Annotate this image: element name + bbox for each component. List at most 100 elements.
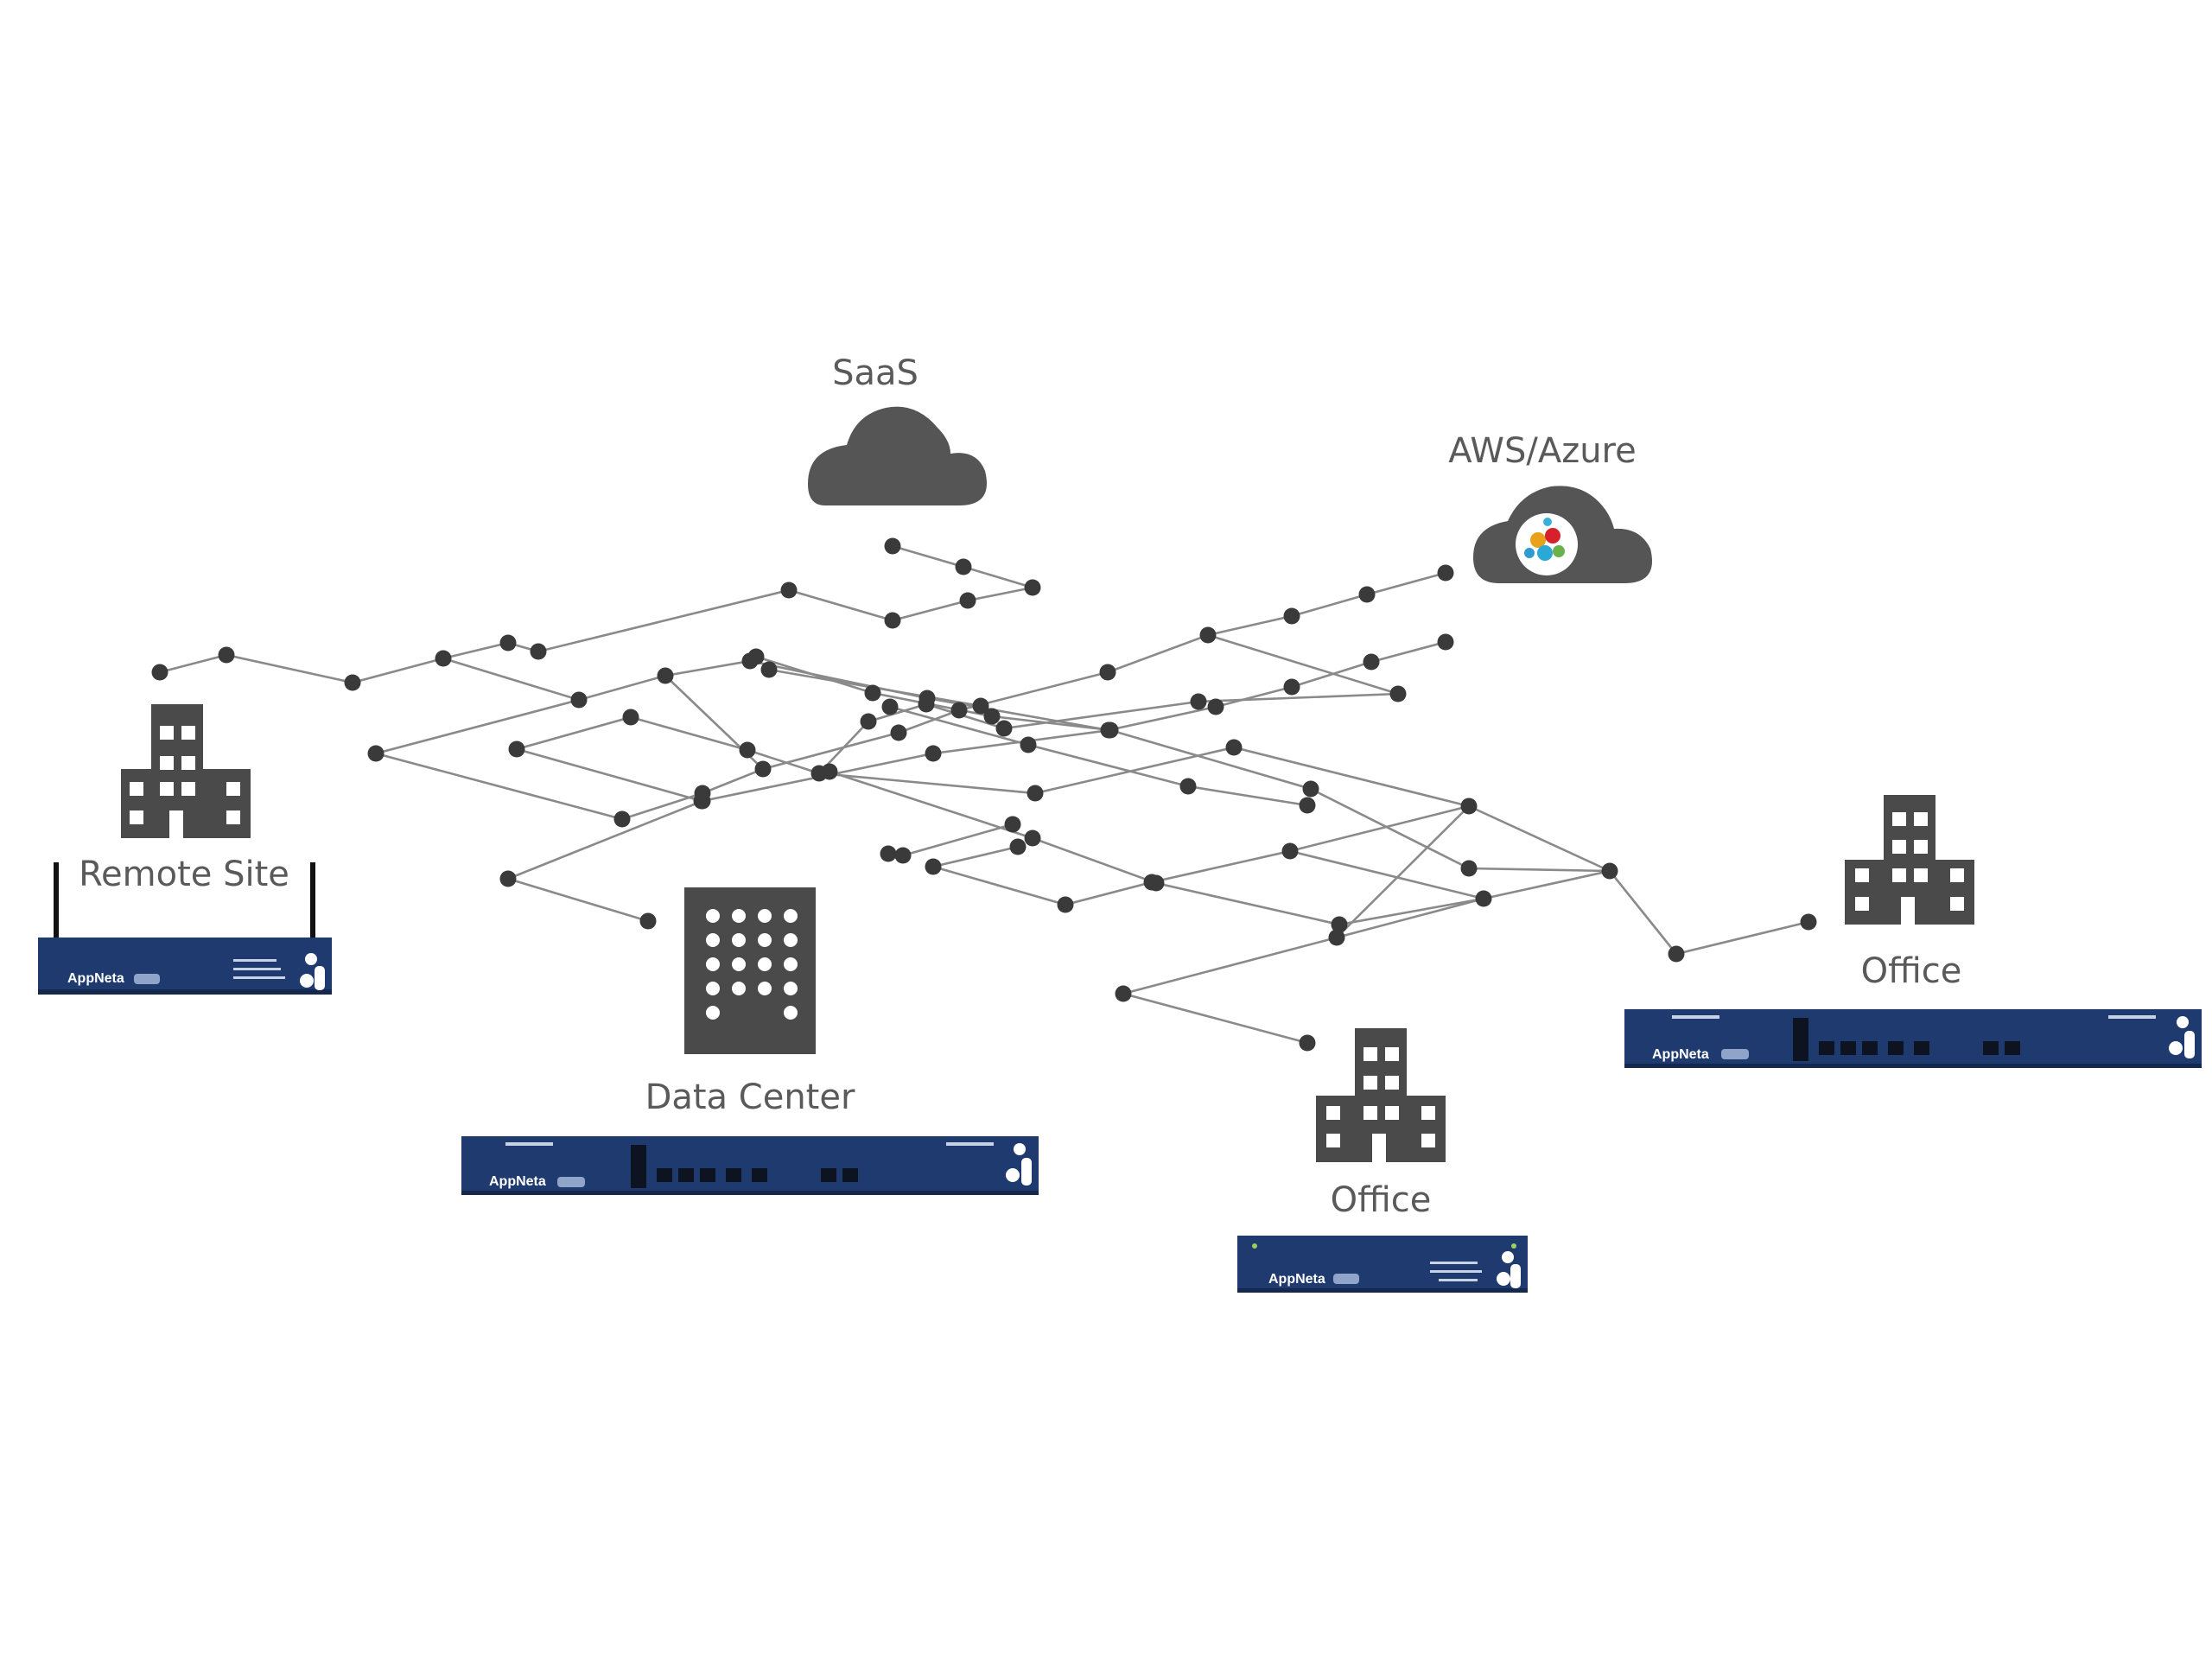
network-node — [1027, 785, 1044, 802]
office-bottom-building-icon — [1316, 1028, 1446, 1162]
network-node — [1190, 693, 1207, 710]
network-node — [1299, 797, 1316, 814]
aws-azure-cloud-icon — [1473, 486, 1652, 583]
network-nodes — [151, 537, 1817, 1052]
data-center-window — [758, 982, 772, 995]
network-node — [747, 648, 765, 665]
office-right-building-icon — [1845, 795, 1974, 925]
network-node — [1299, 1034, 1316, 1052]
network-node — [1363, 653, 1380, 671]
network-node — [1199, 626, 1217, 644]
data-center-window — [758, 909, 772, 923]
network-node — [344, 674, 361, 691]
network-node — [622, 709, 639, 726]
network-node — [435, 650, 452, 667]
data-center-window — [732, 982, 746, 995]
network-node — [860, 713, 877, 730]
remote-site-building-icon — [121, 704, 251, 838]
network-link — [442, 657, 580, 702]
data-center-window — [706, 1006, 720, 1020]
network-node — [1004, 816, 1021, 833]
network-node — [218, 646, 235, 664]
network-node — [739, 741, 756, 759]
office-right-appliance-icon: AppNeta — [1624, 1009, 2202, 1068]
data-center-appliance-icon: AppNeta — [461, 1136, 1039, 1195]
data-center-window — [706, 909, 720, 923]
data-center-window — [784, 982, 798, 995]
data-center-window — [732, 909, 746, 923]
network-node — [1281, 842, 1299, 860]
network-node — [1460, 860, 1478, 877]
data-center-window — [784, 1006, 798, 1020]
data-center-window — [758, 957, 772, 971]
network-node — [1009, 838, 1027, 855]
network-node — [1283, 607, 1300, 625]
network-node — [1328, 929, 1345, 946]
data-center-appliance-brand: AppNeta — [489, 1174, 546, 1189]
network-node — [925, 858, 942, 875]
network-link — [159, 586, 1033, 684]
network-node — [1437, 564, 1454, 582]
network-node — [1207, 698, 1224, 715]
office-right-label: Office — [1861, 951, 1962, 991]
network-node — [959, 592, 976, 609]
network-node — [1115, 985, 1132, 1002]
network-node — [1302, 780, 1319, 798]
network-link — [507, 728, 1111, 880]
network-node — [151, 664, 168, 681]
network-node — [884, 537, 901, 555]
remote-site-appliance-brand: AppNeta — [67, 971, 124, 986]
network-node — [1024, 579, 1041, 596]
network-node — [1668, 945, 1685, 963]
office-bottom-appliance-icon: AppNeta — [1237, 1236, 1528, 1293]
network-node — [918, 696, 935, 713]
network-node — [657, 667, 674, 684]
network-node — [760, 661, 778, 678]
network-node — [884, 612, 901, 629]
network-link — [507, 877, 649, 923]
network-node — [881, 698, 899, 715]
network-node — [613, 810, 631, 828]
network-node — [950, 702, 968, 719]
network-node — [925, 745, 942, 762]
data-center-window — [758, 933, 772, 947]
office-bottom-label: Office — [1331, 1180, 1432, 1220]
network-node — [1283, 678, 1300, 696]
saas-cloud-icon — [808, 406, 987, 505]
network-node — [367, 745, 385, 762]
office-bottom-appliance-brand: AppNeta — [1268, 1272, 1325, 1287]
network-node — [894, 847, 912, 864]
network-node — [530, 643, 547, 660]
data-center-window — [706, 957, 720, 971]
network-node — [639, 912, 657, 930]
network-node — [955, 558, 972, 575]
network-node — [1099, 664, 1116, 681]
network-link — [928, 804, 1470, 906]
network-node — [570, 691, 588, 709]
network-node — [1601, 862, 1618, 880]
network-node — [890, 724, 907, 741]
data-center-window — [732, 957, 746, 971]
network-node — [1024, 830, 1041, 847]
network-links — [159, 544, 1809, 1045]
network-node — [1102, 721, 1119, 739]
network-link — [1207, 633, 1399, 696]
network-link — [818, 746, 1470, 808]
network-node — [1437, 633, 1454, 651]
network-link — [829, 770, 1809, 956]
network-node — [821, 763, 838, 780]
network-node — [864, 684, 881, 702]
network-node — [880, 845, 897, 862]
network-node — [499, 870, 517, 887]
data-center-window — [732, 933, 746, 947]
network-node — [508, 741, 525, 758]
data-center-window — [784, 933, 798, 947]
network-node — [1800, 913, 1817, 931]
network-node — [499, 634, 517, 652]
network-node — [1020, 736, 1037, 753]
network-link — [1118, 849, 1484, 1045]
network-node — [694, 792, 711, 810]
network-node — [1331, 916, 1348, 933]
network-node — [1358, 586, 1376, 603]
